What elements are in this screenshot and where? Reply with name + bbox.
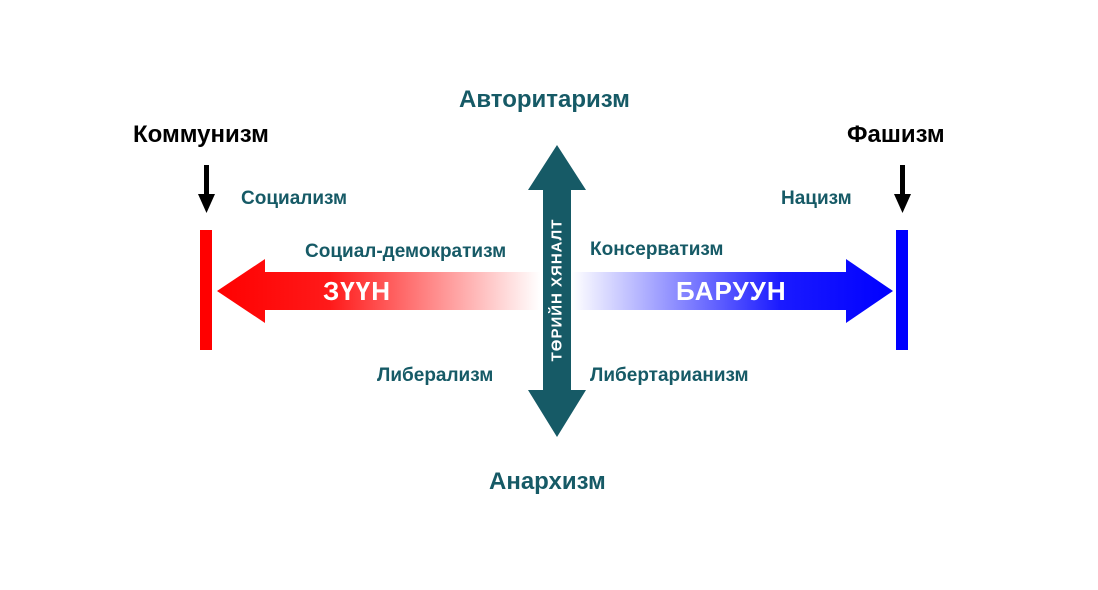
nazism-label: Нацизм <box>781 188 852 209</box>
right-arrow-label: БАРУУН <box>676 276 787 306</box>
right-down-arrow-icon <box>894 165 911 213</box>
fascism-label: Фашизм <box>847 121 945 148</box>
social-democracy-label: Социал-демократизм <box>305 241 507 262</box>
conservatism-label: Консерватизм <box>590 239 724 260</box>
left-arrow <box>217 259 540 323</box>
liberalism-label: Либерализм <box>377 365 494 386</box>
socialism-label: Социализм <box>241 188 348 209</box>
vertical-axis-label: ТӨРИЙН ХЯНАЛТ <box>548 218 566 362</box>
anarchism-label: Анархизм <box>489 468 606 495</box>
left-extreme-bar <box>200 230 212 350</box>
right-arrow <box>572 259 893 323</box>
communism-label: Коммунизм <box>133 121 269 148</box>
libertarianism-label: Либертарианизм <box>590 365 749 386</box>
left-down-arrow-icon <box>198 165 215 213</box>
authoritarianism-label: Авторитаризм <box>459 86 630 113</box>
left-arrow-label: ЗҮҮН <box>323 276 391 306</box>
right-extreme-bar <box>896 230 908 350</box>
vertical-arrow <box>528 145 586 437</box>
